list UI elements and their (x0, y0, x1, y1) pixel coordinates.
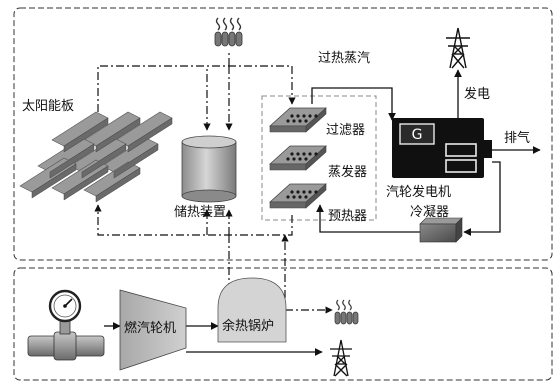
preheater-plate (268, 183, 328, 209)
power-gen-label: 发电 (464, 86, 490, 102)
steam-turbine-generator: G (392, 118, 492, 178)
line-superheated-steam (311, 87, 396, 121)
gas-turbine-label: 燃汽轮机 (124, 320, 176, 336)
filter-plate (268, 107, 328, 133)
power-tower-icon (330, 339, 352, 377)
evaporator-label: 蒸发器 (328, 164, 367, 180)
heat-storage-tank (181, 135, 237, 203)
gas-turbine (119, 289, 187, 371)
solar-panel-array (19, 111, 173, 203)
condenser (419, 217, 463, 243)
waste-heat-boiler-label: 余热锅炉 (222, 318, 274, 334)
superheated-steam-label: 过热蒸汽 (318, 51, 370, 66)
condenser-label: 冷凝器 (410, 204, 449, 220)
steam-lines (104, 69, 541, 356)
line-condenser-to-preheater (316, 204, 420, 233)
line-gen-to-condenser (463, 161, 501, 236)
pressure-gauge-icon (27, 289, 105, 361)
pipe-solar-to-exchanger (97, 65, 296, 112)
preheater-label: 预热器 (328, 209, 367, 224)
solar-panel-label: 太阳能板 (22, 99, 74, 114)
power-tower-icon (446, 27, 470, 69)
steam-generator-label: 汽轮发电机 (386, 184, 451, 200)
waste-heat-boiler (217, 277, 287, 343)
evaporator-plate (268, 145, 328, 171)
heat-waves-icon (214, 17, 243, 47)
exhaust-label: 排气 (504, 130, 530, 146)
heat-exchanger-frame (261, 95, 377, 221)
generator-letter: G (412, 127, 423, 143)
pipe-return-to-solar (94, 204, 293, 236)
lower-system-frame (13, 267, 553, 381)
upper-system-frame (13, 7, 553, 261)
filter-label: 过滤器 (326, 123, 365, 138)
heat-waves-icon (334, 299, 359, 325)
heat-storage-label: 储热装置 (174, 205, 226, 220)
